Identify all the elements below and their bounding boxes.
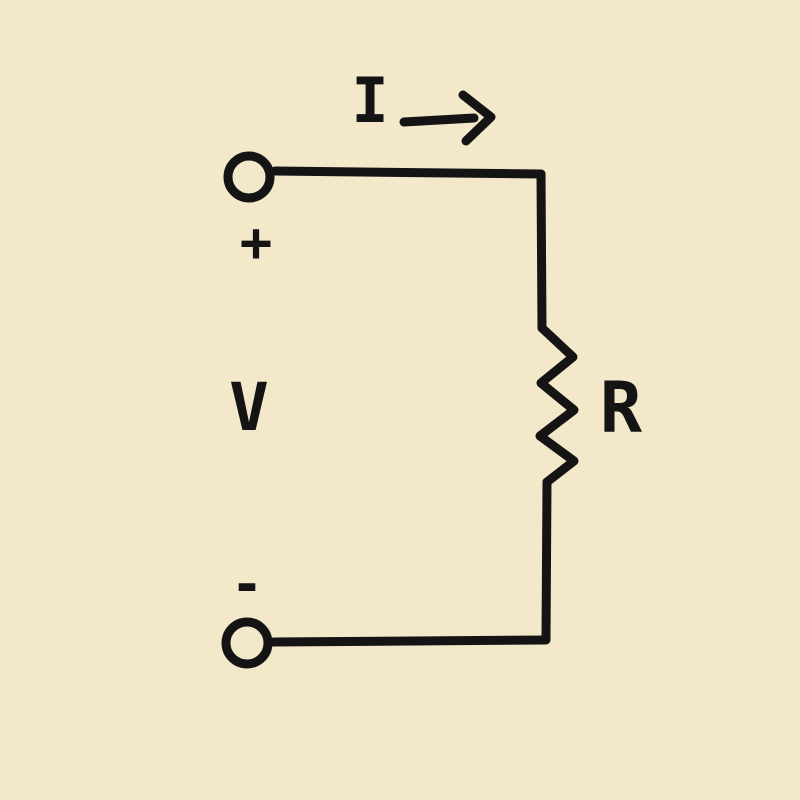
positive-terminal-circle <box>223 151 275 203</box>
wire-top <box>270 166 546 179</box>
resistance-label: R <box>600 367 643 449</box>
wire-right-lower <box>541 477 552 644</box>
resistor-zigzag <box>535 323 579 487</box>
negative-terminal-circle <box>221 617 273 669</box>
negative-terminal-label: - <box>231 553 264 616</box>
wire-bottom <box>268 635 551 647</box>
wire-right-upper <box>536 169 547 333</box>
positive-terminal-label: + <box>240 211 273 274</box>
voltage-label: V <box>229 369 269 446</box>
current-direction-arrow-icon <box>399 90 496 146</box>
current-label: I <box>351 64 388 137</box>
